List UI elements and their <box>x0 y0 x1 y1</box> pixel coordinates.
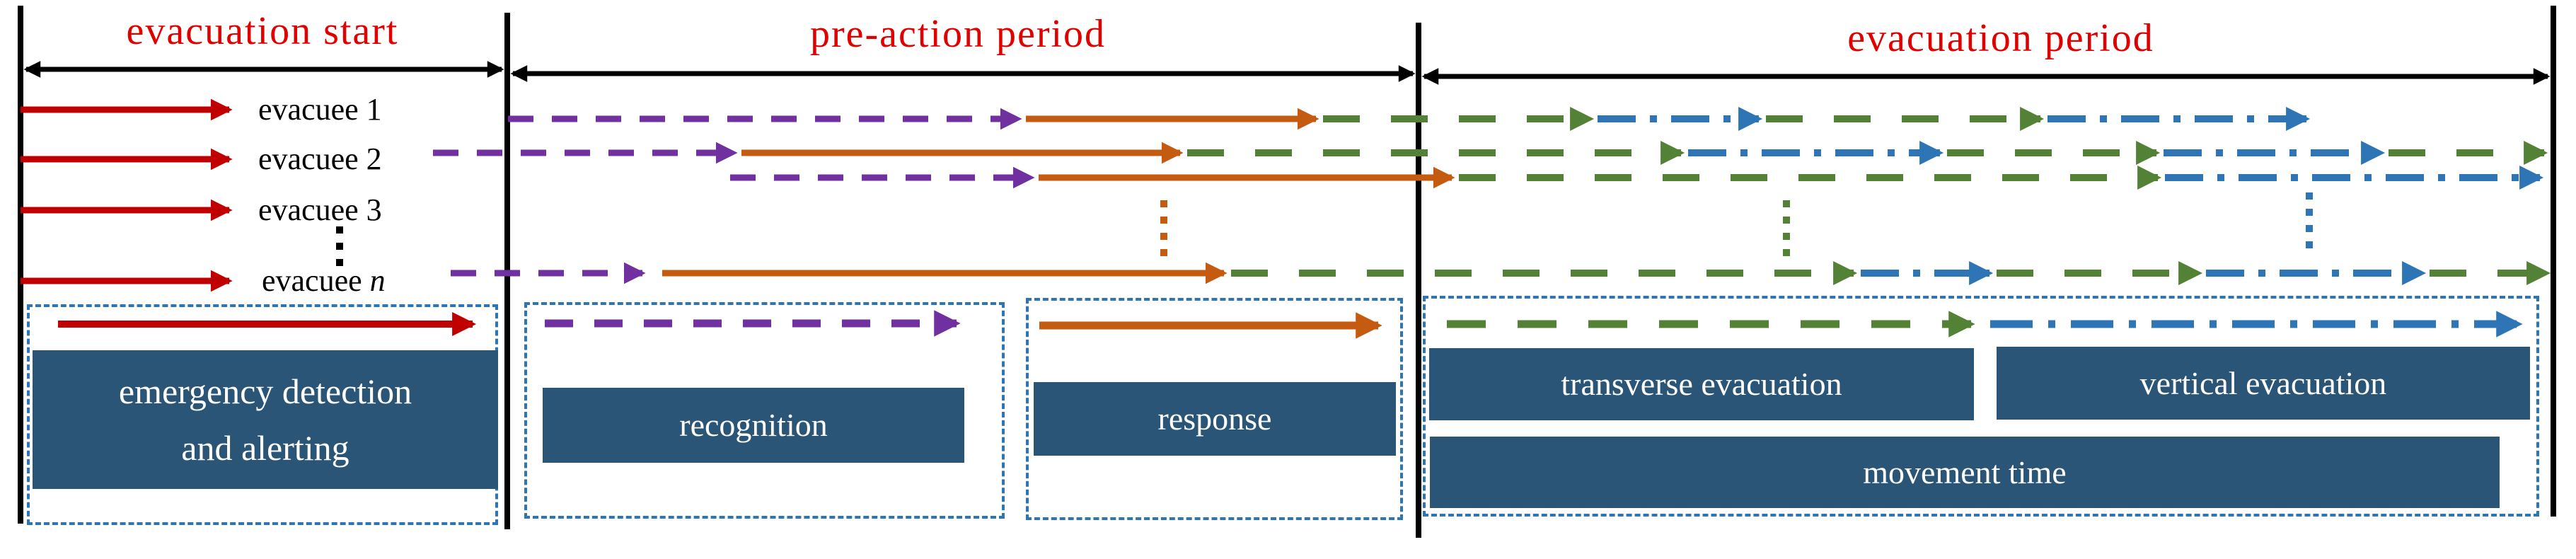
section-title-evacuation-period: evacuation period <box>1847 16 2154 60</box>
evacuee-2-label: evacuee 2 <box>258 142 382 176</box>
recognition-box: recognition <box>543 388 964 463</box>
section-header-arrows <box>23 61 2551 85</box>
evacuee-2-arrows <box>21 140 2548 171</box>
section-title-pre-action-period: pre-action period <box>809 12 1107 56</box>
evacuation-period-panel <box>1423 296 2539 517</box>
response-panel <box>1026 298 1403 520</box>
evacuee-3-arrows <box>21 165 2544 221</box>
emergency-detection-box: emergency detection and alerting <box>33 350 498 489</box>
movement-time-box: movement time <box>1430 437 2500 508</box>
evacuee-1-label: evacuee 1 <box>258 92 382 127</box>
vertical-evacuation-box: vertical evacuation <box>1997 347 2530 420</box>
ellipsis-dots <box>336 192 2313 266</box>
section-title-evacuation-start: evacuation start <box>126 9 399 53</box>
evacuee-n-arrows <box>21 260 2551 292</box>
response-box: response <box>1034 382 1396 456</box>
evacuee-1-arrows <box>21 98 2311 132</box>
evacuee-n-label: evacuee n <box>262 263 386 298</box>
evacuee-3-label: evacuee 3 <box>258 192 382 227</box>
recognition-panel <box>524 302 1005 519</box>
section-dividers <box>18 6 2556 538</box>
transverse-evacuation-box: transverse evacuation <box>1429 348 1974 420</box>
